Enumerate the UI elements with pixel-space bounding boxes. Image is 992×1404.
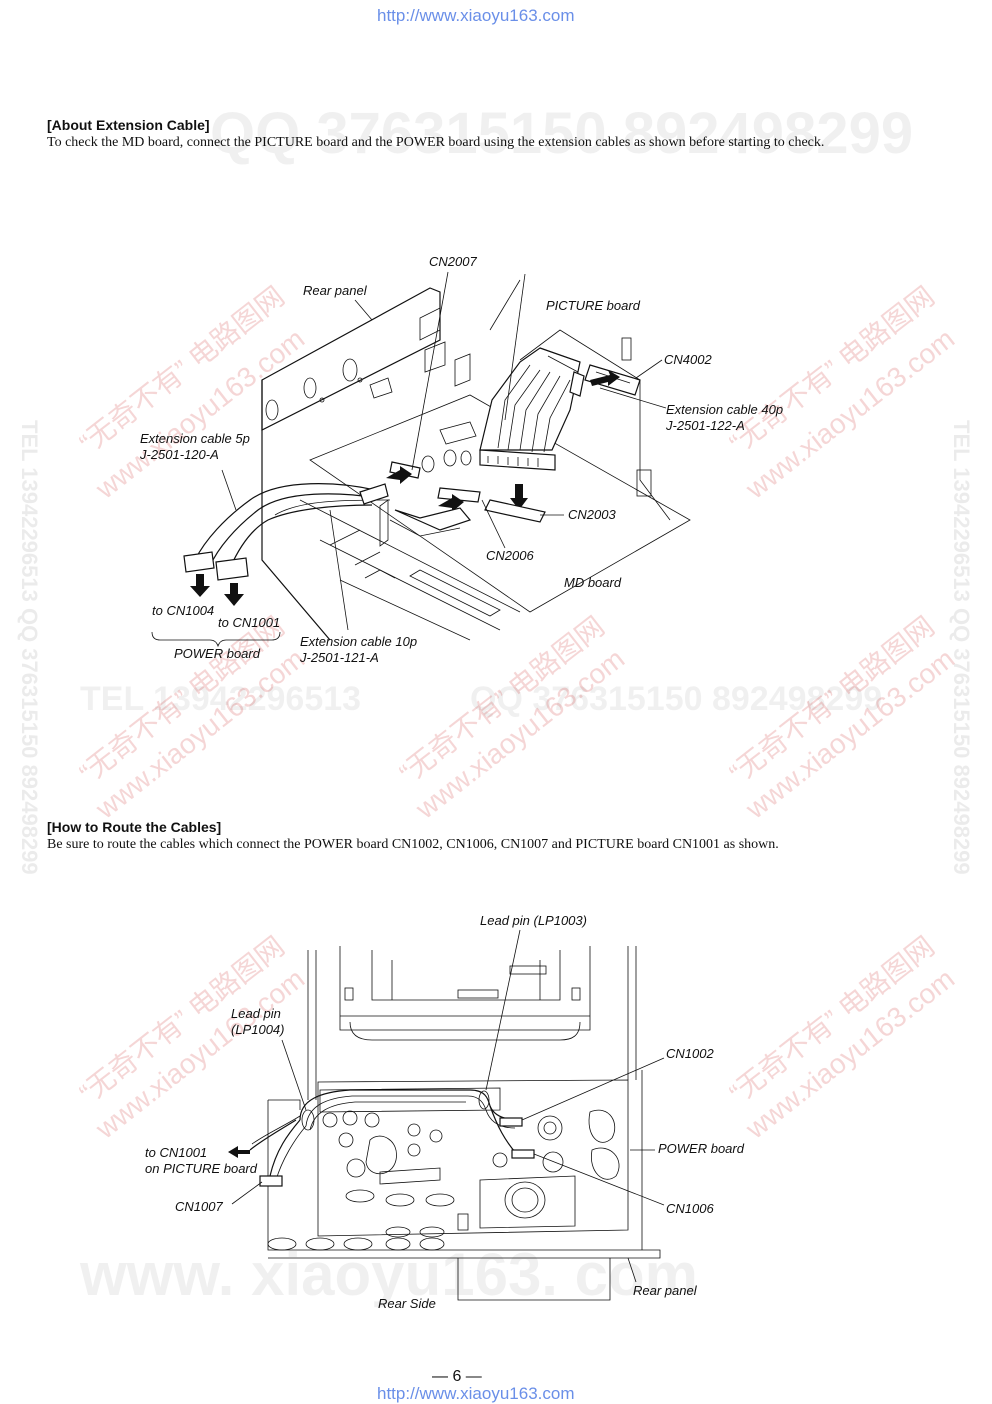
label-cn4002: CN4002 <box>664 352 712 367</box>
label-ext10-part: J-2501-121-A <box>300 650 379 665</box>
label-cn2006: CN2006 <box>486 548 534 563</box>
label-to-cn1001: to CN1001 <box>218 615 281 630</box>
watermark-www: www. xiaoyu163. com <box>80 1241 699 1308</box>
label-rear-panel: Rear panel <box>303 283 367 298</box>
watermark-tel: TEL 13942296513 <box>80 680 362 718</box>
label-ext40-part: J-2501-122-A <box>666 418 745 433</box>
label-cn1007: CN1007 <box>175 1199 223 1214</box>
footer-url[interactable]: http://www.xiaoyu163.com <box>377 1384 575 1403</box>
label-cn1002: CN1002 <box>666 1046 714 1061</box>
watermark-qq-top: QQ 376315150 892498299 <box>210 101 914 166</box>
label-picture-board: PICTURE board <box>546 298 640 313</box>
label-lp1004-line2: (LP1004) <box>231 1022 285 1037</box>
label-ext40-name: Extension cable 40p <box>666 402 784 417</box>
label-lp1003: Lead pin (LP1003) <box>480 913 587 928</box>
label-ext10-name: Extension cable 10p <box>300 634 418 649</box>
label-md-board: MD board <box>564 575 622 590</box>
label-cn1006: CN1006 <box>666 1201 714 1216</box>
section2-heading: [How to Route the Cables] <box>47 819 222 835</box>
watermark-vertical-left: TEL 13942296513 QQ 376315150 892498299 <box>17 420 42 875</box>
page-number: — 6 — <box>432 1368 482 1385</box>
label-cn2003: CN2003 <box>568 507 616 522</box>
label-power-board-2: POWER board <box>658 1141 744 1156</box>
label-to-cn1001-line1: to CN1001 <box>145 1145 208 1160</box>
label-rear-side: Rear Side <box>378 1296 436 1311</box>
section1-text: To check the MD board, connect the PICTU… <box>47 135 825 150</box>
extension-cable-diagram <box>151 271 691 648</box>
label-ext5-name: Extension cable 5p <box>140 431 250 446</box>
label-lp1004-line1: Lead pin <box>231 1006 281 1021</box>
label-cn2007: CN2007 <box>429 254 477 269</box>
label-to-cn1004: to CN1004 <box>152 603 215 618</box>
watermark-qq-mid: QQ 376315150 892498299 <box>470 680 883 718</box>
label-power-board-1: POWER board <box>174 646 260 661</box>
label-to-cn1001-line2: on PICTURE board <box>145 1161 257 1176</box>
section2-text: Be sure to route the cables which connec… <box>47 837 779 852</box>
header-url[interactable]: http://www.xiaoyu163.com <box>377 6 575 25</box>
watermark-vertical-right: TEL 13942296513 QQ 376315150 892498299 <box>949 420 974 875</box>
section1-heading: [About Extension Cable] <box>47 117 210 133</box>
label-ext5-part: J-2501-120-A <box>140 447 219 462</box>
label-rear-panel-2: Rear panel <box>633 1283 697 1298</box>
